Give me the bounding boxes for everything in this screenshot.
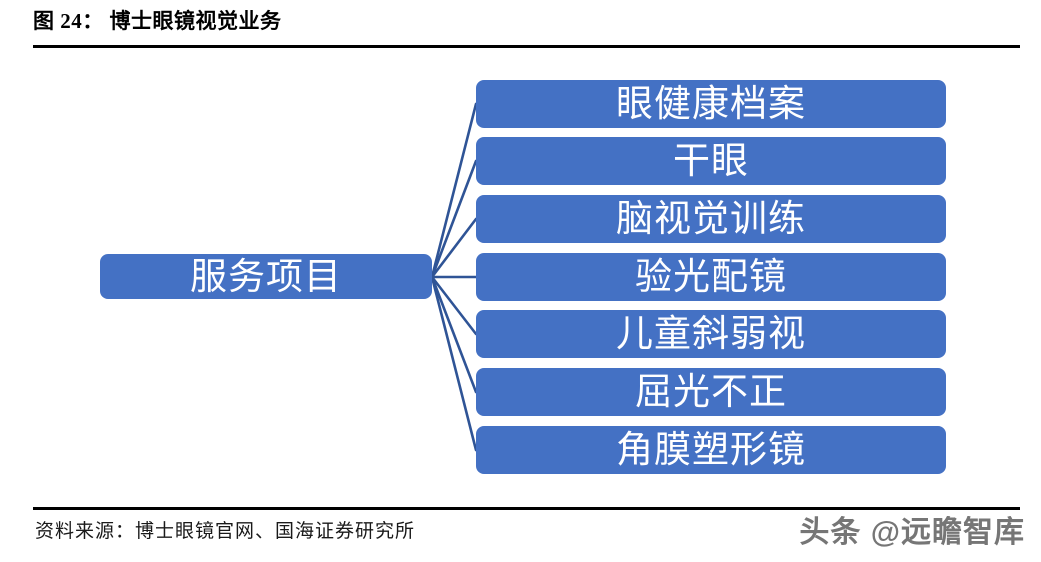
tree-leaf-label-1: 眼健康档案 [616, 82, 806, 124]
tree-leaf-node-7[interactable]: 角膜塑形镜 [476, 426, 946, 474]
figure-title-text: 图 24： 博士眼镜视觉业务 [33, 9, 282, 33]
footer-divider [33, 507, 1020, 510]
connector-line-3 [430, 217, 478, 279]
connector-lines [430, 102, 478, 452]
tree-root-node[interactable]: 服务项目 [100, 254, 432, 299]
tree-root-label: 服务项目 [190, 256, 342, 297]
tree-leaf-label-5: 儿童斜弱视 [616, 312, 806, 354]
connector-line-7 [430, 275, 478, 452]
connector-line-1 [430, 102, 478, 279]
tree-leaf-node-6[interactable]: 屈光不正 [476, 368, 946, 416]
tree-leaf-node-5[interactable]: 儿童斜弱视 [476, 310, 946, 358]
page-title: 图 24： 博士眼镜视觉业务 [33, 6, 282, 36]
tree-leaf-node-1[interactable]: 眼健康档案 [476, 80, 946, 128]
connector-line-5 [430, 275, 478, 336]
org-tree-diagram: 服务项目 眼健康档案 干眼 脑视觉训练 验光配镜 儿童斜弱视 屈光不正 角膜塑形… [0, 60, 1041, 490]
tree-leaf-node-2[interactable]: 干眼 [476, 137, 946, 185]
watermark: 头条 @远瞻智库 [799, 516, 1025, 549]
tree-leaf-label-3: 脑视觉训练 [616, 197, 806, 239]
tree-leaf-node-3[interactable]: 脑视觉训练 [476, 195, 946, 243]
tree-leaf-node-4[interactable]: 验光配镜 [476, 253, 946, 301]
connector-line-6 [430, 275, 478, 394]
tree-leaf-label-4: 验光配镜 [635, 255, 787, 297]
source-note: 资料来源：博士眼镜官网、国海证券研究所 [35, 521, 416, 542]
connector-line-2 [430, 159, 478, 279]
title-divider [33, 45, 1020, 48]
tree-leaf-label-6: 屈光不正 [635, 370, 787, 412]
tree-leaf-label-2: 干眼 [673, 139, 749, 181]
tree-leaf-label-7: 角膜塑形镜 [616, 428, 806, 470]
